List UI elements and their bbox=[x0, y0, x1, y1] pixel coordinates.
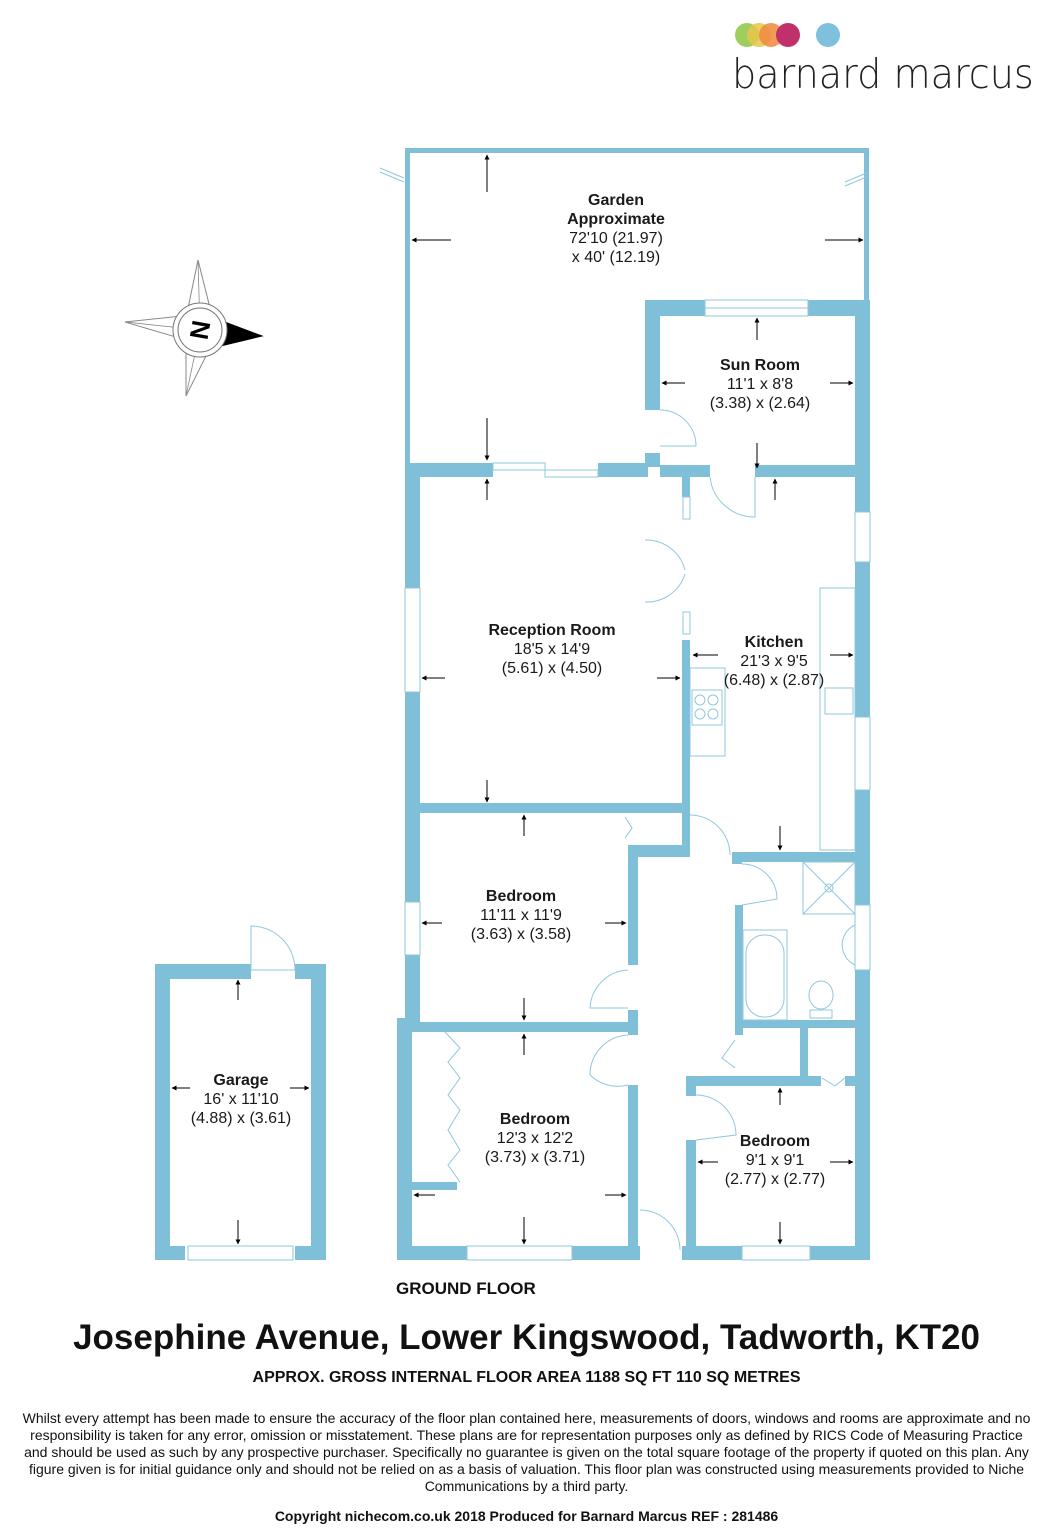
bathroom-fixtures bbox=[742, 861, 856, 1021]
room-dimensions: 11'1 x 8'8 bbox=[726, 376, 794, 393]
room-dimensions: (6.48) x (2.87) bbox=[723, 672, 825, 689]
room-name: Bedroom bbox=[739, 1133, 811, 1150]
room-name: Approximate bbox=[567, 211, 665, 228]
brand-logo-dot bbox=[816, 23, 840, 47]
room-dimensions: 21'3 x 9'5 bbox=[740, 653, 808, 670]
brand-logo-text: barnard marcus bbox=[732, 50, 1034, 98]
room-label-garden: Garden Approximate 72'10 (21.97) x 40' (… bbox=[567, 191, 665, 267]
room-name: Bedroom bbox=[499, 1111, 571, 1128]
brand-logo-dot bbox=[776, 23, 800, 47]
room-name: Reception Room bbox=[488, 622, 616, 639]
room-dimensions: (4.88) x (3.61) bbox=[190, 1110, 292, 1127]
room-name: Kitchen bbox=[744, 634, 804, 651]
room-dimensions: (5.61) x (4.50) bbox=[501, 660, 603, 677]
room-label-bedroom-1: Bedroom 11'11 x 11'9 (3.63) x (3.58) bbox=[471, 887, 571, 944]
brand-logo-dot bbox=[759, 23, 783, 47]
room-name: Garage bbox=[213, 1072, 269, 1089]
compass-north-label: N bbox=[184, 318, 217, 342]
room-name: Garden bbox=[587, 192, 645, 209]
room-dimensions: 11'11 x 11'9 bbox=[480, 907, 562, 924]
room-dimensions: (3.38) x (2.64) bbox=[709, 395, 811, 412]
room-label-reception-room: Reception Room 18'5 x 14'9 (5.61) x (4.5… bbox=[488, 621, 615, 678]
floor-label: GROUND FLOOR bbox=[396, 1279, 536, 1298]
room-dimensions: (2.77) x (2.77) bbox=[724, 1171, 826, 1188]
room-dimensions: 16' x 11'10 bbox=[203, 1091, 279, 1108]
room-label-bedroom-2: Bedroom 12'3 x 12'2 (3.73) x (3.71) bbox=[485, 1110, 585, 1167]
copyright-text: Copyright nichecom.co.uk 2018 Produced f… bbox=[274, 1508, 779, 1524]
room-dimensions: x 40' (12.19) bbox=[571, 249, 661, 266]
room-label-garage: Garage 16' x 11'10 (4.88) x (3.61) bbox=[191, 1071, 291, 1128]
garage-walls bbox=[155, 925, 326, 1261]
property-address: Josephine Avenue, Lower Kingswood, Tadwo… bbox=[73, 1318, 980, 1357]
room-label-bedroom-3: Bedroom 9'1 x 9'1 (2.77) x (2.77) bbox=[725, 1132, 825, 1189]
room-dimensions: 9'1 x 9'1 bbox=[745, 1152, 805, 1169]
kitchen-fixtures bbox=[689, 587, 856, 851]
windows bbox=[404, 299, 871, 1261]
room-dimensions: 72'10 (21.97) bbox=[569, 230, 663, 247]
compass-icon: N bbox=[124, 259, 264, 397]
room-dimensions: (3.63) x (3.58) bbox=[470, 926, 572, 943]
dimension-arrows bbox=[171, 154, 864, 1245]
floor-area: APPROX. GROSS INTERNAL FLOOR AREA 1188 S… bbox=[252, 1369, 801, 1386]
room-label-kitchen: Kitchen 21'3 x 9'5 (6.48) x (2.87) bbox=[724, 633, 824, 690]
disclaimer-text: Whilst every attempt has been made to en… bbox=[22, 1410, 1031, 1494]
room-name: Sun Room bbox=[719, 357, 800, 374]
doors bbox=[444, 409, 846, 1251]
room-dimensions: (3.73) x (3.71) bbox=[484, 1149, 586, 1166]
walls bbox=[397, 300, 870, 1260]
room-label-sun-room: Sun Room 11'1 x 8'8 (3.38) x (2.64) bbox=[710, 356, 810, 413]
room-name: Bedroom bbox=[485, 888, 557, 905]
room-dimensions: 12'3 x 12'2 bbox=[496, 1130, 574, 1147]
brand-logo-dots bbox=[735, 23, 840, 47]
room-dimensions: 18'5 x 14'9 bbox=[513, 641, 591, 658]
garden-boundary bbox=[379, 148, 870, 468]
